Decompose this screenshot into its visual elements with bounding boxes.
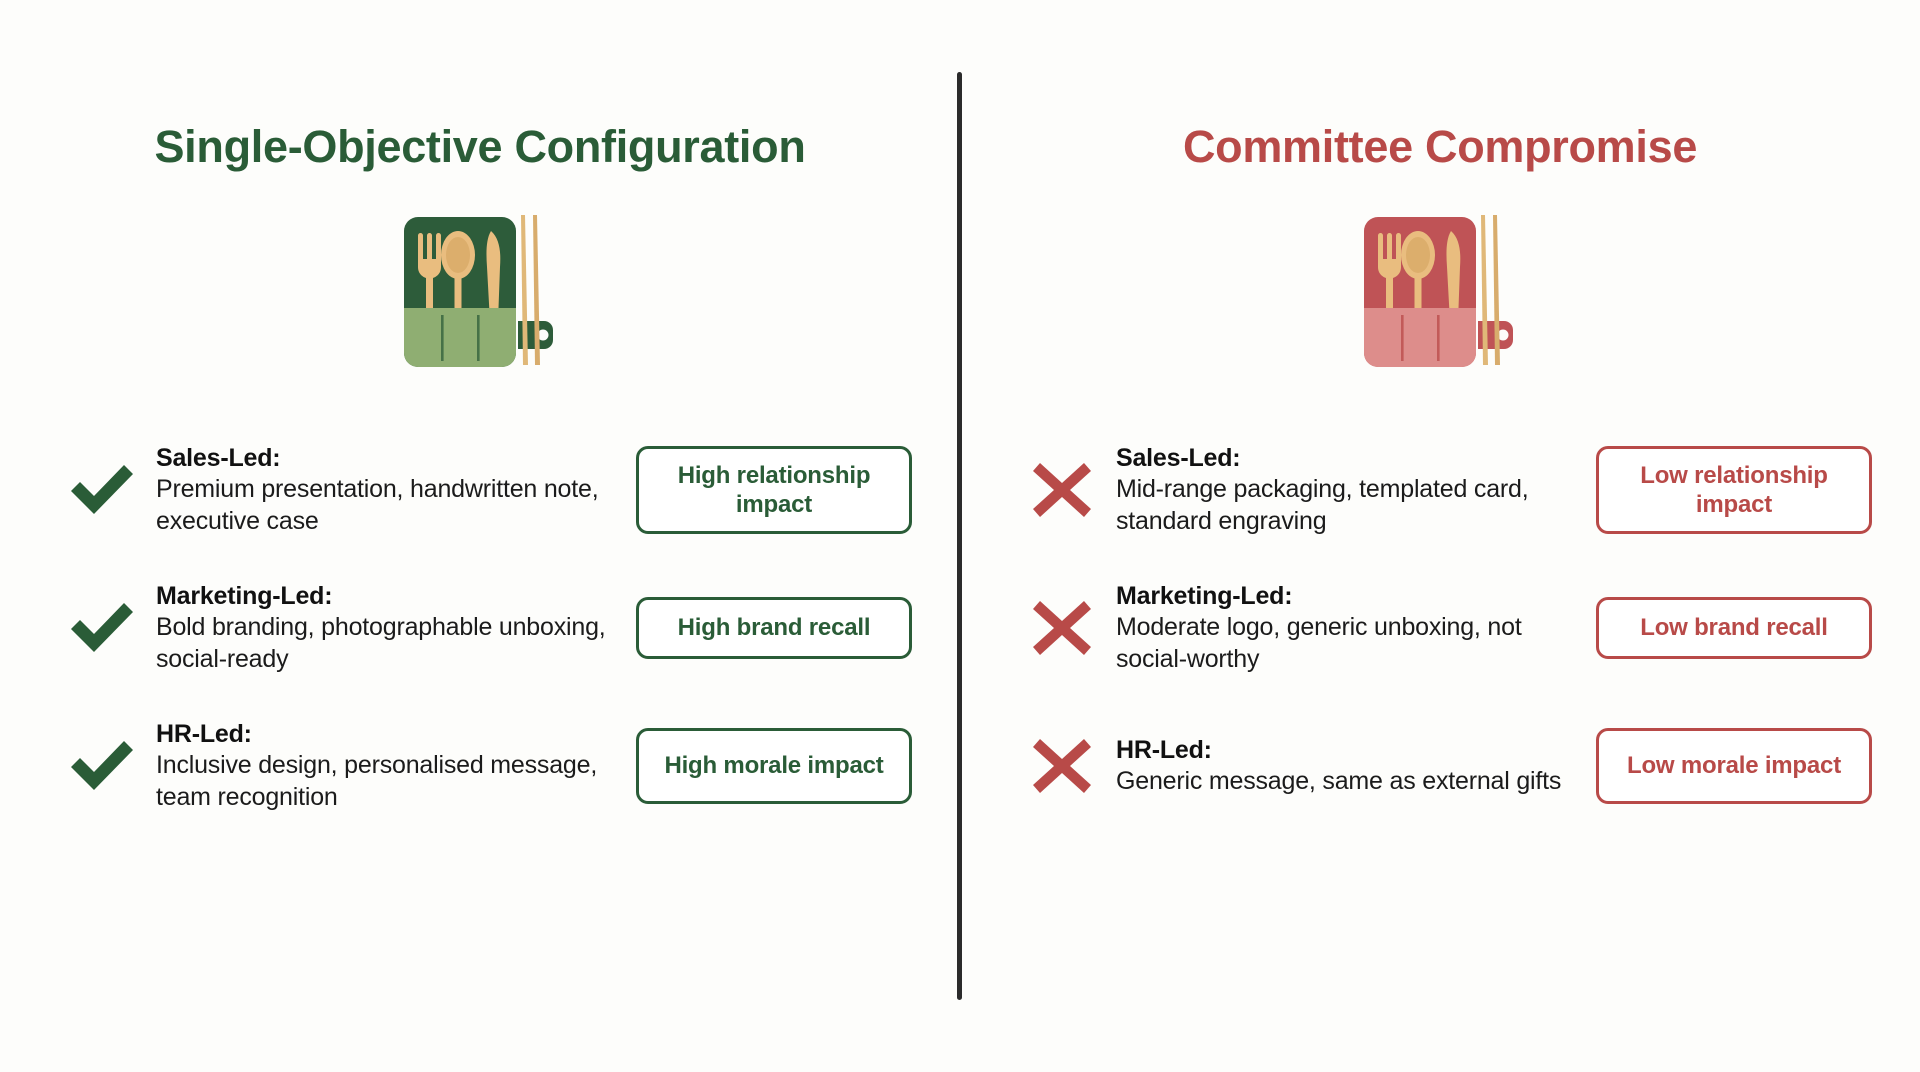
row-label: Sales-Led: [1116,443,1241,472]
badge-wrap: High brand recall [636,597,912,659]
check-icon [48,459,156,521]
table-row: Marketing-Led: Moderate logo, generic un… [1008,559,1872,697]
row-text: Sales-Led: Premium presentation, handwri… [156,443,628,537]
row-description: Generic message, same as external gifts [1116,766,1562,795]
column-divider [957,72,962,1000]
row-label: Marketing-Led: [156,581,333,610]
badge-wrap: Low relationship impact [1596,445,1872,535]
row-description: Moderate logo, generic unboxing, not soc… [1116,613,1522,673]
check-icon [48,735,156,797]
table-row: Sales-Led: Premium presentation, handwri… [48,421,912,559]
column-committee-compromise: Committee Compromise [960,0,1920,1072]
status-badge: Low relationship impact [1596,445,1872,535]
row-text: Sales-Led: Mid-range packaging, template… [1116,443,1588,537]
status-badge: Low brand recall [1596,597,1872,659]
row-label: Sales-Led: [156,443,281,472]
table-row: HR-Led: Generic message, same as externa… [1008,697,1872,835]
status-badge: Low morale impact [1596,728,1872,804]
page-title-right: Committee Compromise [1182,121,1698,172]
row-description: Inclusive design, personalised message, … [156,751,598,811]
status-badge: High brand recall [636,597,912,659]
row-label: HR-Led: [1116,735,1212,764]
badge-wrap: High morale impact [636,728,912,804]
badge-wrap: Low morale impact [1596,728,1872,804]
table-row: HR-Led: Inclusive design, personalised m… [48,697,912,835]
row-label: Marketing-Led: [1116,581,1293,610]
table-row: Sales-Led: Mid-range packaging, template… [1008,421,1872,559]
status-badge: High morale impact [636,728,912,804]
cross-icon [1008,457,1116,523]
row-text: Marketing-Led: Moderate logo, generic un… [1116,581,1588,675]
badge-wrap: High relationship impact [636,445,912,535]
row-text: Marketing-Led: Bold branding, photograph… [156,581,628,675]
row-text: HR-Led: Inclusive design, personalised m… [156,719,628,813]
row-description: Premium presentation, handwritten note, … [156,475,599,535]
row-description: Bold branding, photographable unboxing, … [156,613,606,673]
cross-icon [1008,595,1116,661]
column-single-objective: Single-Objective Configuration [48,121,912,835]
feature-rows-right: Sales-Led: Mid-range packaging, template… [1008,421,1872,835]
row-label: HR-Led: [156,719,252,748]
cross-icon [1008,733,1116,799]
check-icon [48,597,156,659]
table-row: Marketing-Led: Bold branding, photograph… [48,559,912,697]
cutlery-set-green-icon [48,203,912,393]
cutlery-set-red-icon [1008,203,1872,393]
status-badge: High relationship impact [636,445,912,535]
page-title-left: Single-Objective Configuration [154,121,806,172]
row-description: Mid-range packaging, templated card, sta… [1116,475,1529,535]
row-text: HR-Led: Generic message, same as externa… [1116,735,1588,798]
feature-rows-left: Sales-Led: Premium presentation, handwri… [48,421,912,835]
badge-wrap: Low brand recall [1596,597,1872,659]
